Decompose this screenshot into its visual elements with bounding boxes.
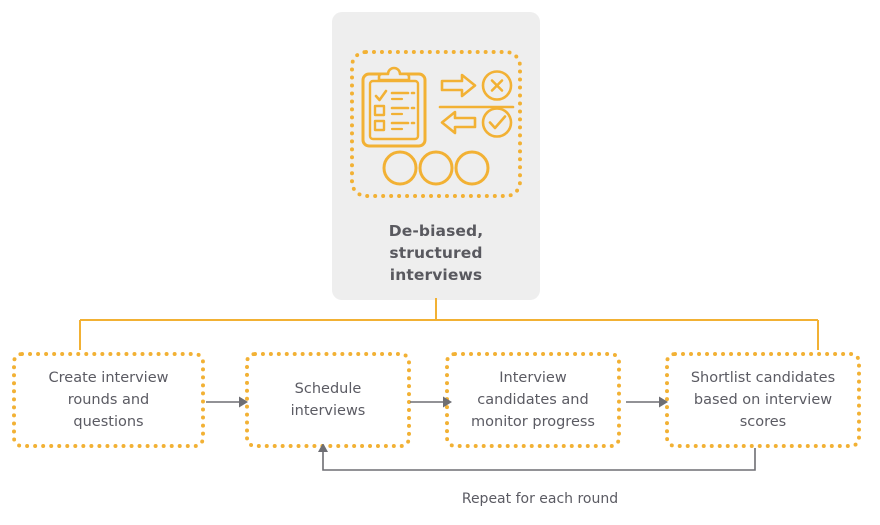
flow-arrow-3-to-4 — [626, 396, 668, 408]
hero-icon-dotted-frame — [350, 50, 522, 198]
flow-arrow-2-to-3 — [410, 396, 452, 408]
hero-caption-line-1: De-biased, — [388, 222, 484, 240]
hero-caption: De-biased, structured interviews — [332, 220, 540, 286]
flow-arrow-1-to-2 — [206, 396, 248, 408]
hero-caption-line-2: structured — [389, 244, 483, 262]
hero-caption-line-3: interviews — [389, 266, 483, 284]
step-label: Shortlist candidates based on interview … — [690, 370, 836, 430]
step-create-interview-rounds[interactable]: Create interview rounds and questions — [12, 352, 205, 448]
repeat-loop-arrow — [318, 444, 756, 471]
step-label: Interview candidates and monitor progres… — [471, 370, 595, 430]
step-shortlist-candidates[interactable]: Shortlist candidates based on interview … — [665, 352, 861, 448]
step-interview-candidates[interactable]: Interview candidates and monitor progres… — [445, 352, 621, 448]
hero-card: De-biased, structured interviews — [332, 12, 540, 300]
step-label: Create interview rounds and questions — [48, 370, 169, 430]
bracket-connector — [79, 298, 819, 350]
step-schedule-interviews[interactable]: Schedule interviews — [245, 352, 411, 448]
repeat-loop-caption: Repeat for each round — [461, 491, 619, 507]
step-label: Schedule interviews — [290, 381, 366, 419]
